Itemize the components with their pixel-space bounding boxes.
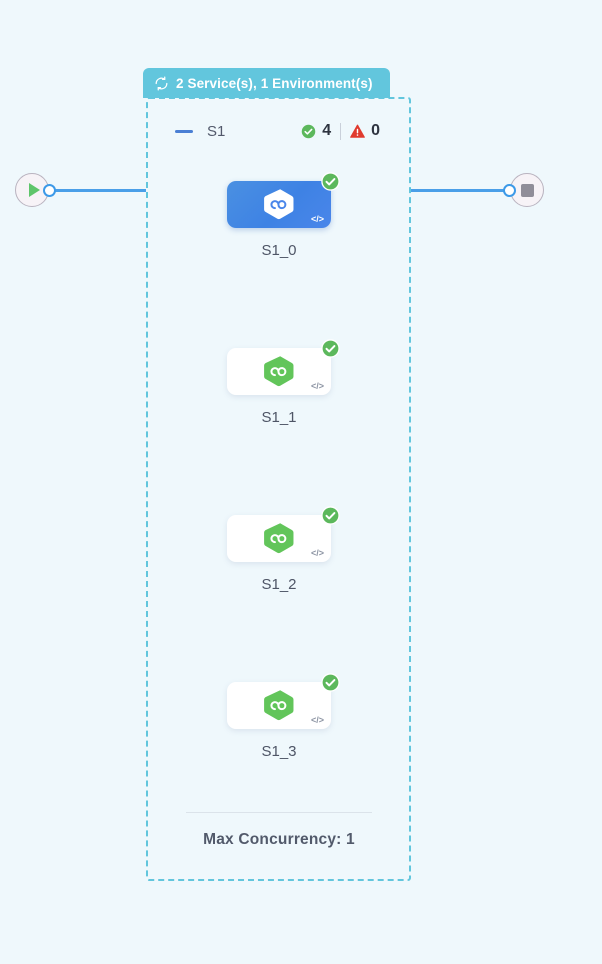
service-group-toolbar: S1 4 0 [175,118,380,144]
node-card[interactable]: </> [227,673,340,729]
check-badge-icon [321,506,340,525]
service-group-header-label: 2 Service(s), 1 Environment(s) [176,75,373,91]
minus-icon[interactable] [175,129,193,133]
node-label: S1_3 [261,743,297,760]
check-badge-icon [321,673,340,692]
hexagon-loop-icon [264,690,294,721]
status-summary: 4 0 [301,122,380,140]
check-badge-icon [321,339,340,358]
status-success: 4 [301,122,331,140]
node-label: S1_0 [261,242,297,259]
node-card[interactable]: </> [227,506,340,562]
connector-line-start [54,189,146,192]
service-group-footer: Max Concurrency: 1 [186,812,372,849]
node-s1-2[interactable]: </> S1_2 [227,506,340,593]
code-badge-icon: </> [310,381,324,391]
status-error-count: 0 [371,122,380,139]
code-badge-icon: </> [310,715,324,725]
footer-divider [186,812,372,813]
hexagon-loop-icon [264,523,294,554]
service-group-container[interactable] [146,97,411,881]
warning-triangle-icon [350,124,365,138]
code-badge-icon: </> [310,548,324,558]
service-group-header[interactable]: 2 Service(s), 1 Environment(s) [143,68,390,98]
node-card[interactable]: </> [227,339,340,395]
check-badge-icon [321,172,340,191]
node-label: S1_1 [261,409,297,426]
end-connector-handle[interactable] [503,184,516,197]
connector-line-end [410,189,504,192]
status-divider [340,122,342,140]
hexagon-loop-icon [264,189,294,220]
check-circle-icon [301,124,316,138]
service-group-name: S1 [207,122,226,140]
stop-icon [520,183,534,197]
sync-icon [155,76,168,90]
node-s1-1[interactable]: </> S1_1 [227,339,340,426]
play-icon [28,183,40,197]
node-label: S1_2 [261,576,297,593]
node-card[interactable]: </> [227,172,340,228]
start-connector-handle[interactable] [43,184,56,197]
status-error: 0 [350,122,380,140]
node-s1-3[interactable]: </> S1_3 [227,673,340,760]
max-concurrency-label: Max Concurrency: 1 [203,831,355,848]
hexagon-loop-icon [264,356,294,387]
node-s1-0[interactable]: </> S1_0 [227,172,340,259]
code-badge-icon: </> [310,214,324,224]
status-success-count: 4 [322,122,332,139]
